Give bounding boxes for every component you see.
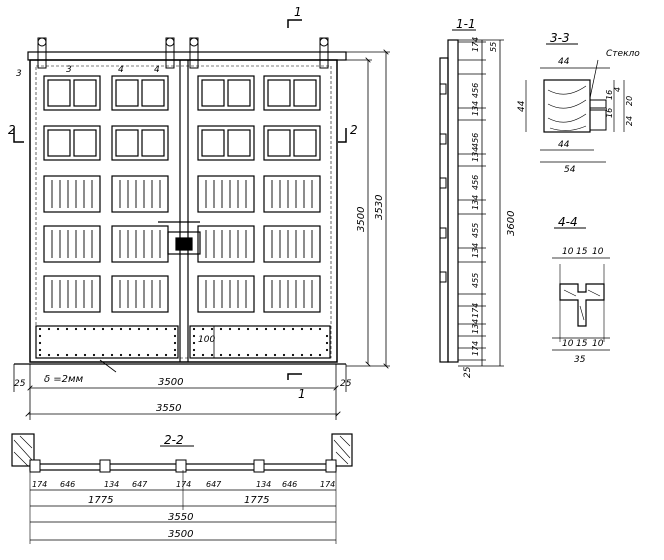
glass-label: Стекло bbox=[606, 49, 640, 59]
s44-top-1: 10 bbox=[562, 247, 574, 257]
s33-r5: 24 bbox=[625, 116, 634, 126]
s22-half-left: 1775 bbox=[88, 495, 113, 506]
steel-plate-left bbox=[35, 325, 179, 359]
dim-3500-v: 3500 bbox=[356, 207, 367, 232]
section-1-1-dim: 134 bbox=[471, 195, 480, 210]
section-2-2-dim: 134 bbox=[256, 480, 271, 489]
s44-total: 35 bbox=[574, 355, 586, 365]
mark-3: 3 bbox=[66, 65, 72, 75]
section-1-1-dim: 455 bbox=[471, 273, 480, 288]
section-2-2-dim: 647 bbox=[132, 480, 148, 489]
s33-r4: 16 bbox=[605, 108, 614, 118]
glazed-panels bbox=[43, 75, 321, 161]
section-2-2-dim: 134 bbox=[104, 480, 119, 489]
section-1-1-dim: 134 bbox=[471, 101, 480, 116]
dim-25-left: 25 bbox=[14, 379, 26, 389]
section-2-2-dim: 646 bbox=[60, 480, 75, 489]
s33-top: 44 bbox=[558, 57, 570, 67]
section-2-2-dim: 174 bbox=[176, 480, 191, 489]
section-2-2-title: 2-2 bbox=[164, 433, 184, 447]
dim-25-right: 25 bbox=[340, 379, 352, 389]
s44-top-2: 15 bbox=[576, 247, 588, 257]
section-1-1-dim: 456 bbox=[471, 175, 480, 190]
s33-bottom2: 54 bbox=[564, 165, 576, 175]
mark-3-left: 3 bbox=[16, 69, 22, 79]
section-4-4-labels: 10 15 10 10 15 10 35 bbox=[562, 247, 604, 365]
rivets bbox=[38, 327, 329, 357]
cut-1-top: 1 bbox=[294, 5, 302, 19]
section-2-2-dim: 646 bbox=[282, 480, 297, 489]
section-3-3-labels: 44 44 44 54 4 16 20 16 24 bbox=[517, 57, 634, 175]
section-4-4-title: 4-4 bbox=[558, 215, 578, 229]
s33-bottom1: 44 bbox=[558, 140, 570, 150]
section-1-1-bottom: 25 bbox=[463, 366, 473, 378]
hanger-rollers bbox=[37, 37, 329, 69]
section-2-2-labels: 174 646 134 647 174 647 134 646 174 bbox=[32, 480, 335, 489]
section-4-4: 4-4 bbox=[552, 215, 610, 351]
dim-3500-h: 3500 bbox=[158, 377, 183, 388]
plate-thickness: δ =2мм bbox=[44, 374, 84, 385]
s44-bot-3: 10 bbox=[592, 339, 604, 349]
s44-bot-2: 15 bbox=[576, 339, 588, 349]
section-1-1-dim: 174 bbox=[471, 341, 480, 356]
cut-1-bottom: 1 bbox=[298, 387, 306, 401]
dim-100: 100 bbox=[198, 335, 215, 345]
cut-2-left: 2 bbox=[8, 123, 16, 137]
mark-4a: 4 bbox=[118, 65, 124, 75]
section-1-1-dim: 55 bbox=[489, 42, 498, 52]
section-2-2: 2-2 bbox=[11, 433, 353, 544]
boarded-panels bbox=[43, 175, 321, 313]
section-3-3: 3-3 Стекло bbox=[525, 31, 640, 163]
dim-3550-h: 3550 bbox=[156, 403, 181, 414]
s33-r1: 4 bbox=[613, 87, 622, 92]
section-1-1-dim: 174 bbox=[471, 37, 480, 52]
section-1-1-dim: 174 bbox=[471, 303, 480, 318]
section-2-2-dim: 647 bbox=[206, 480, 222, 489]
main-labels: 3 1 1 2 2 3 4 4 3500 3550 25 25 3500 353… bbox=[8, 5, 385, 414]
section-2-2-dim: 174 bbox=[32, 480, 47, 489]
section-2-2-totals: 1775 1775 3550 3500 bbox=[88, 495, 269, 540]
main-dimensions bbox=[13, 19, 390, 420]
section-1-1-dim: 134 bbox=[471, 319, 480, 334]
section-1-1-dim: 456 bbox=[471, 133, 480, 148]
section-1-1-title: 1-1 bbox=[456, 17, 476, 31]
s33-r2: 16 bbox=[605, 90, 614, 100]
section-1-1-dim: 134 bbox=[471, 147, 480, 162]
s44-top-3: 10 bbox=[592, 247, 604, 257]
section-3-3-title: 3-3 bbox=[550, 31, 570, 45]
latch bbox=[158, 221, 201, 255]
s22-half-right: 1775 bbox=[244, 495, 269, 506]
cut-2-right: 2 bbox=[350, 123, 358, 137]
section-1-1-dim: 456 bbox=[471, 83, 480, 98]
s22-total-3500: 3500 bbox=[168, 529, 193, 540]
section-1-1-total: 3600 bbox=[506, 211, 517, 236]
section-1-1-dim: 455 bbox=[471, 223, 480, 238]
section-1-1: 1-1 bbox=[439, 17, 504, 367]
steel-plate-right bbox=[189, 325, 331, 359]
mark-4b: 4 bbox=[154, 65, 160, 75]
dim-3530-v: 3530 bbox=[374, 195, 385, 220]
section-1-1-dim: 134 bbox=[471, 243, 480, 258]
section-2-2-dim: 174 bbox=[320, 480, 335, 489]
s44-bot-1: 10 bbox=[562, 339, 574, 349]
main-elevation bbox=[14, 37, 347, 365]
s33-left: 44 bbox=[517, 100, 527, 112]
s22-total-3550: 3550 bbox=[168, 512, 193, 523]
s33-r3: 20 bbox=[625, 96, 634, 106]
